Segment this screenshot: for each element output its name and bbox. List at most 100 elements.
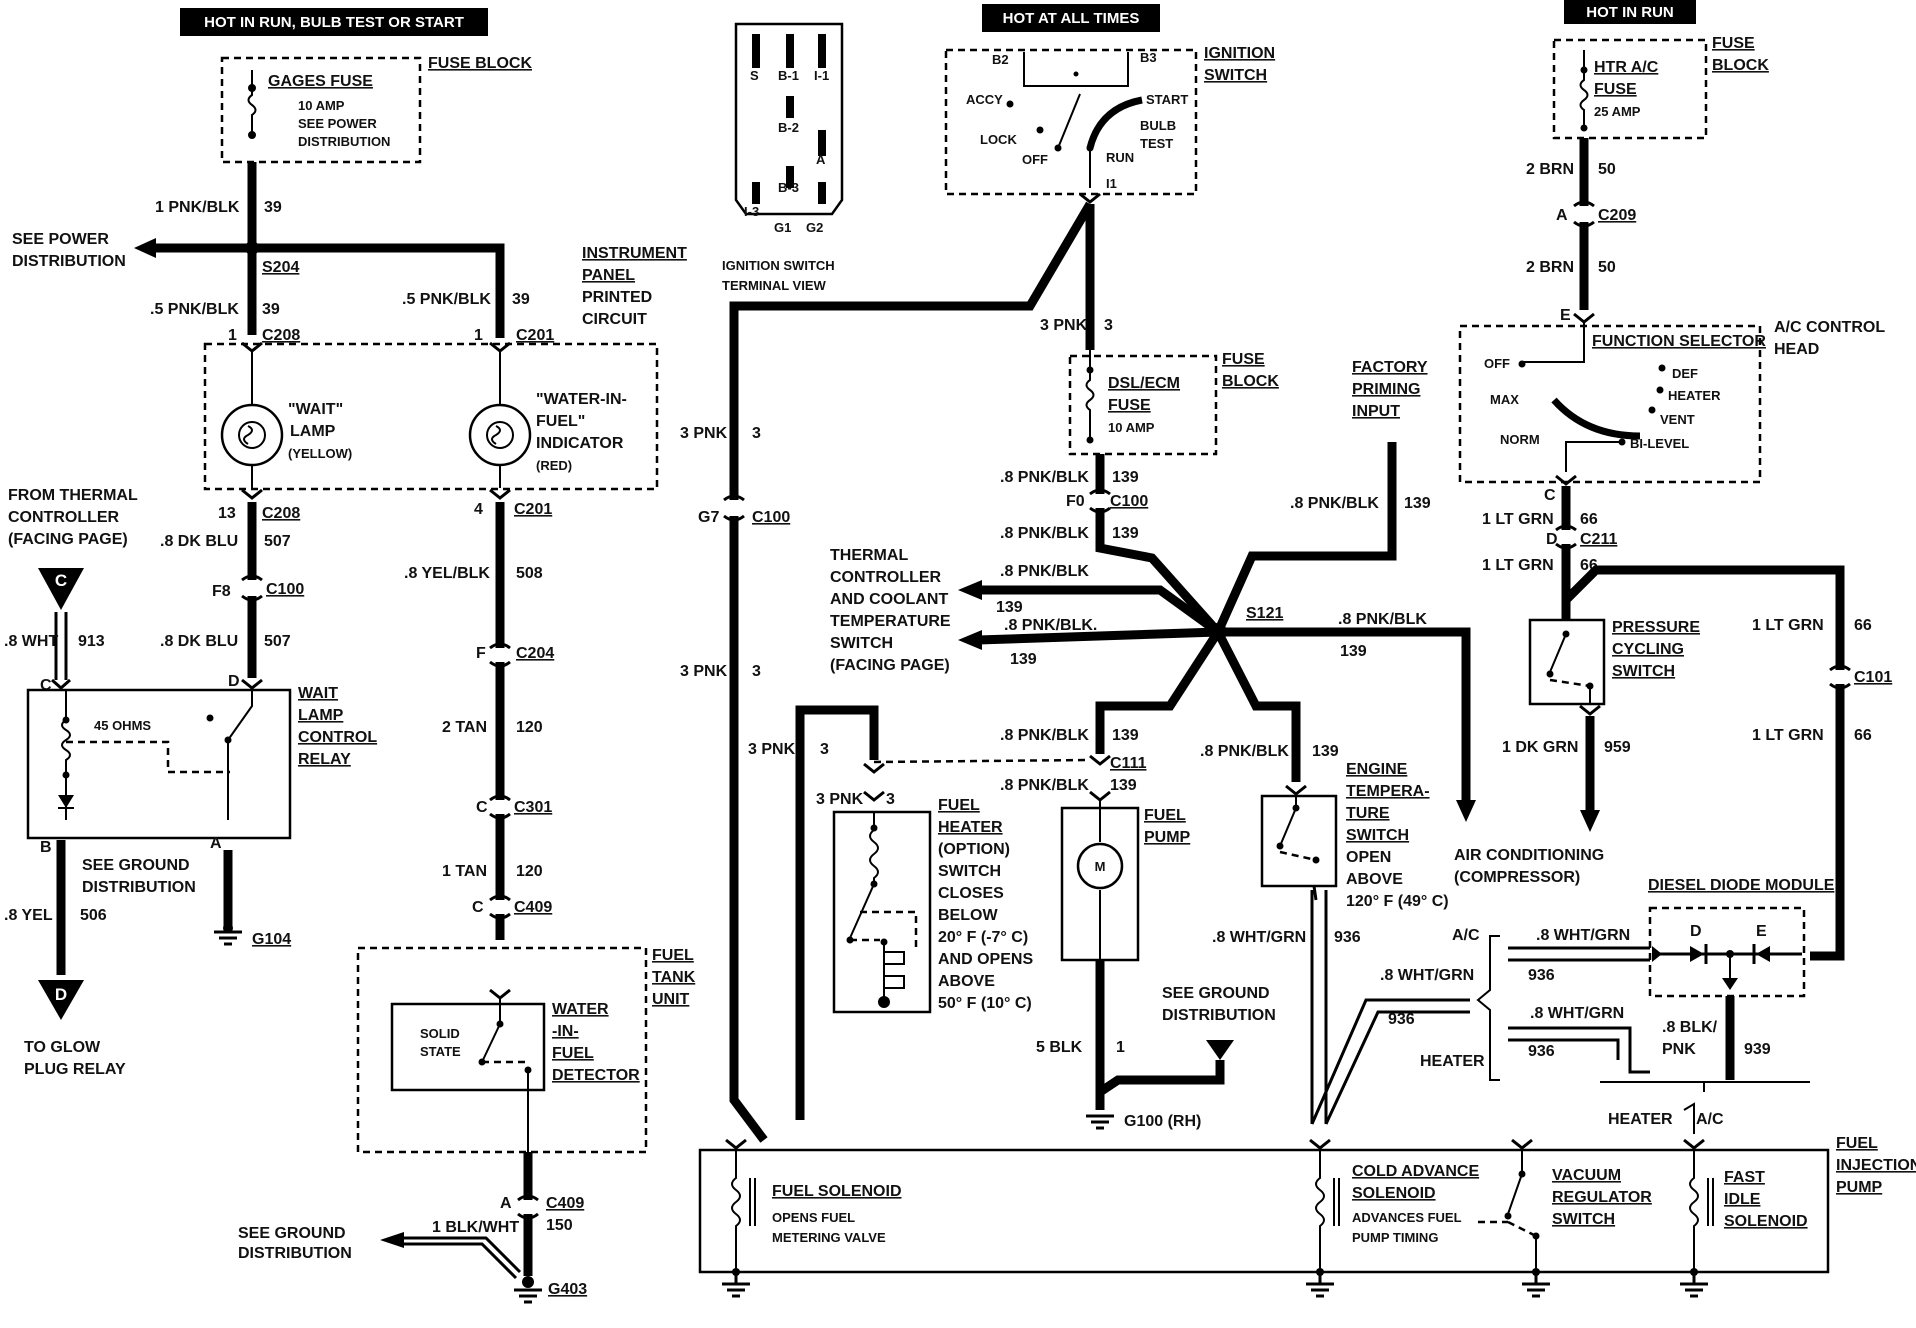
label-left-c301: C301	[514, 799, 552, 816]
wire-139-ac	[1218, 627, 1471, 800]
label-right-pnk: PNK	[1662, 1041, 1696, 1058]
label-bottom-fip1: FUEL	[1836, 1135, 1878, 1152]
label-center-s121: S121	[1246, 605, 1283, 622]
label-center-fh7: 20° F (-7° C)	[938, 929, 1028, 946]
label-center-off: OFF	[1022, 152, 1048, 167]
label-right-ac1: AIR CONDITIONING	[1454, 847, 1604, 864]
label-left-c204: C204	[516, 645, 554, 662]
wire-39-branch	[252, 243, 505, 338]
label-center-accy: ACCY	[966, 92, 1003, 107]
ground-g104-icon	[214, 923, 242, 946]
label-center-ets5: OPEN	[1346, 849, 1391, 866]
label-ign-view-s: S	[750, 68, 759, 83]
label-center-fh10: 50° F (10° C)	[938, 995, 1032, 1012]
label-center-w-8pk-h: .8 PNK/BLK	[1000, 777, 1089, 794]
label-left-pc2: C	[476, 799, 488, 816]
label-center-n139a: 139	[1112, 469, 1139, 486]
label-center-f0: F0	[1066, 493, 1085, 510]
label-left-see-ground-2: DISTRIBUTION	[82, 879, 196, 896]
label-right-w-8blk: .8 BLK/	[1662, 1019, 1718, 1036]
wire-139-pump	[1095, 629, 1222, 754]
ignition-switch-terminal-view: S B-1 I-1 B-2 A B-3 I-3 G1 G2 IGNITION S…	[722, 22, 844, 293]
arrow-down-icon	[1206, 1040, 1234, 1060]
arrow-left-icon	[958, 630, 982, 650]
label-center-n139i: 139	[1312, 743, 1339, 760]
label-right-w-8whtgrn-d: .8 WHT/GRN	[1530, 1005, 1624, 1022]
label-left-wif3: INDICATOR	[536, 435, 624, 452]
label-right-pc: C	[1544, 487, 1556, 504]
label-center-fp1: FUEL	[1144, 807, 1186, 824]
ground-icon	[1522, 1268, 1550, 1298]
label-bottom-cas4: PUMP TIMING	[1352, 1230, 1438, 1245]
label-right-pcs2: CYCLING	[1612, 641, 1684, 658]
htr-ac-fuse-block	[1552, 38, 1708, 140]
label-center-fh1: FUEL	[938, 797, 980, 814]
label-bottom-fs2: OPENS FUEL	[772, 1210, 855, 1225]
label-left-c100a: C100	[266, 581, 304, 598]
label-center-run: RUN	[1106, 150, 1134, 165]
fuel-heater-switch	[832, 810, 932, 1014]
label-center-n139c: 139	[1404, 495, 1431, 512]
fuel-injection-pump	[698, 1148, 1830, 1274]
ground-icon	[1680, 1268, 1708, 1298]
label-bottom-fis2: IDLE	[1724, 1191, 1761, 1208]
label-headers-hot-run-bulb-start: HOT IN RUN, BULB TEST OR START	[204, 14, 464, 31]
wire-139-priming	[1213, 442, 1397, 634]
label-right-w-1dkgrn: 1 DK GRN	[1502, 739, 1578, 756]
label-center-tc1: THERMAL	[830, 547, 908, 564]
label-left-n913: 913	[78, 633, 105, 650]
label-center-n139h: 139	[1110, 777, 1137, 794]
label-right-n66d: 66	[1854, 727, 1872, 744]
label-right-pe: E	[1560, 307, 1571, 324]
dsl-ecm-fuse-block	[1068, 354, 1218, 456]
label-right-pcs3: SWITCH	[1612, 663, 1675, 680]
wire-3-pnk	[729, 201, 1095, 1143]
label-left-conn-c: C	[55, 571, 67, 590]
label-left-n506: 506	[80, 907, 107, 924]
label-center-tc6: (FACING PAGE)	[830, 657, 950, 674]
label-left-c409a: C409	[514, 899, 552, 916]
label-ign-view-b3: B-3	[778, 180, 799, 195]
label-left-pa: A	[210, 835, 222, 852]
label-left-w-8dkblu-b: .8 DK BLU	[160, 633, 238, 650]
label-bottom-fis1: FAST	[1724, 1169, 1765, 1186]
fuel-tank-unit	[356, 946, 648, 1154]
label-left-w-8yel: .8 YEL	[4, 907, 53, 924]
label-right-w-2brn-a: 2 BRN	[1526, 161, 1574, 178]
arrow-down-icon	[1456, 800, 1476, 822]
label-left-n120a: 120	[516, 719, 543, 736]
label-left-solid-1: SOLID	[420, 1026, 460, 1041]
label-left-s204: S204	[262, 259, 299, 276]
label-right-pcs1: PRESSURE	[1612, 619, 1700, 636]
label-bottom-fis3: SOLENOID	[1724, 1213, 1808, 1230]
label-left-w-5pnkblk-l: .5 PNK/BLK	[150, 301, 239, 318]
label-center-n3b: 3	[752, 425, 761, 442]
label-center-tc4: TEMPERATURE	[830, 613, 951, 630]
label-right-heater: HEATER	[1668, 388, 1721, 403]
label-left-pin1b: 1	[474, 327, 483, 344]
label-left-from-thermal-2: CONTROLLER	[8, 509, 120, 526]
label-left-n39a: 39	[264, 199, 282, 216]
wire-139-ets	[1213, 629, 1301, 782]
ground-icon	[722, 1268, 750, 1298]
wire-66-branch	[1561, 565, 1845, 961]
label-center-b2: B2	[992, 52, 1009, 67]
label-ign-view-b1: B-1	[778, 68, 799, 83]
label-left-from-thermal-1: FROM THERMAL	[8, 487, 138, 504]
label-ign-view-i3: I-3	[744, 204, 759, 219]
label-left-w-1pnkblk: 1 PNK/BLK	[155, 199, 240, 216]
label-left-see-power-a: SEE POWER	[12, 231, 109, 248]
label-center-w-8whtgrn-a: .8 WHT/GRN	[1212, 929, 1306, 946]
label-left-wait2: LAMP	[290, 423, 336, 440]
label-left-wait3: (YELLOW)	[288, 446, 352, 461]
label-headers-hot-all-times: HOT AT ALL TIMES	[1003, 10, 1140, 27]
label-center-c111: C111	[1110, 755, 1147, 772]
label-left-ipc2: PANEL	[582, 267, 635, 284]
instrument-panel-circuit	[203, 342, 659, 491]
label-right-de: E	[1756, 923, 1767, 940]
label-left-to-glow-2: PLUG RELAY	[24, 1061, 126, 1078]
label-left-relay1: WAIT	[298, 685, 338, 702]
label-center-dsl3: 10 AMP	[1108, 420, 1155, 435]
label-right-w-1ltgrn-b: 1 LT GRN	[1482, 557, 1554, 574]
label-center-fh9: ABOVE	[938, 973, 995, 990]
